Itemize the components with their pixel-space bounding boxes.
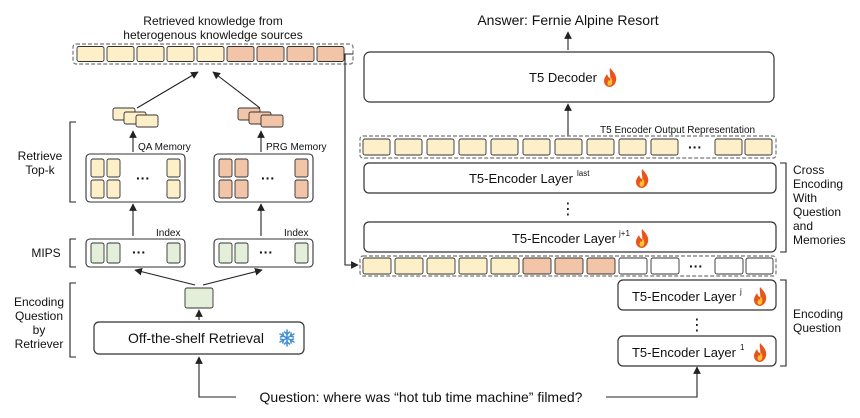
bracket-cross-encoding bbox=[780, 162, 787, 253]
retrieved-title-line2: heterogenous knowledge sources bbox=[123, 28, 302, 42]
encoder-layer-last bbox=[363, 162, 777, 194]
encoder-output-strip: ··· bbox=[359, 135, 777, 159]
prg-memory-label: PRG Memory bbox=[266, 142, 327, 153]
ellipsis: ··· bbox=[689, 258, 703, 274]
cross-line6: Memories bbox=[793, 233, 846, 247]
encq-retriever-line3: by bbox=[33, 323, 46, 337]
question-text: Question: where was “hot tub time machin… bbox=[260, 389, 583, 405]
prg-vector bbox=[316, 46, 345, 62]
encoder-layer-1-sup: 1 bbox=[740, 343, 745, 352]
bracket-mips bbox=[69, 238, 76, 268]
t5-decoder bbox=[363, 51, 775, 103]
qa-memory-label: QA Memory bbox=[138, 142, 191, 153]
qa-memory: ··· bbox=[85, 153, 186, 203]
bracket-retrieve bbox=[69, 121, 76, 203]
retrieved-title-line1: Retrieved knowledge from bbox=[143, 14, 282, 28]
ellipsis: ··· bbox=[136, 170, 150, 186]
encq-retriever-line2: Question bbox=[15, 309, 63, 323]
ellipsis: ··· bbox=[688, 139, 702, 155]
question-to-retriever bbox=[195, 356, 236, 398]
index-prg-label: Index bbox=[284, 228, 308, 239]
qa-vector bbox=[166, 46, 195, 62]
qa-vector bbox=[136, 46, 165, 62]
arrow bbox=[212, 71, 261, 109]
encoder-layer-last-label: T5-Encoder Layer bbox=[469, 171, 574, 186]
answer-text: Answer: Fernie Alpine Resort bbox=[477, 12, 658, 28]
ellipsis: ··· bbox=[132, 244, 146, 260]
prg-memory: ··· bbox=[213, 153, 314, 203]
arrow bbox=[202, 267, 263, 286]
bracket-encoding-question bbox=[780, 279, 787, 367]
encoder-layer-j-plus-1 bbox=[363, 221, 777, 253]
bracket-encoding-retriever bbox=[69, 282, 76, 358]
query-vector bbox=[184, 287, 214, 309]
encoder-layer-1-label: T5-Encoder Layer bbox=[632, 345, 737, 360]
encoder-layer-last-sup: last bbox=[577, 169, 590, 178]
ellipsis: ··· bbox=[259, 244, 273, 260]
qa-vector bbox=[76, 46, 105, 62]
encoder-layer-j-sup: j bbox=[739, 287, 742, 296]
encoder-input-strip: ··· bbox=[359, 255, 777, 277]
retrieved-knowledge-strip bbox=[72, 43, 354, 65]
vdots: ⋮ bbox=[689, 317, 705, 334]
index-qa-label: Index bbox=[156, 228, 180, 239]
arrow bbox=[136, 71, 199, 109]
cross-line4: Question bbox=[793, 205, 841, 219]
cross-line2: Encoding bbox=[793, 177, 843, 191]
prg-index: ··· bbox=[213, 238, 314, 268]
retriever-label: Off-the-shelf Retrieval bbox=[128, 330, 264, 346]
enc-q-line1: Encoding bbox=[793, 307, 843, 321]
snowflake-icon bbox=[279, 329, 295, 347]
prg-vector bbox=[256, 46, 285, 62]
question-to-encoder bbox=[606, 366, 701, 398]
qa-vector bbox=[106, 46, 135, 62]
retrieve-topk-line2: Top-k bbox=[25, 163, 55, 177]
encoder-layer-1 bbox=[617, 335, 777, 367]
encoder-layer-j1-label: T5-Encoder Layer bbox=[512, 231, 617, 246]
prg-vector bbox=[286, 46, 315, 62]
cross-line1: Cross bbox=[793, 163, 824, 177]
strip-to-encoder-connector bbox=[344, 53, 359, 269]
prg-topk-cards bbox=[237, 107, 284, 128]
ellipsis: ··· bbox=[261, 170, 275, 186]
qa-vector bbox=[196, 46, 225, 62]
retrieve-topk-line1: Retrieve bbox=[18, 149, 63, 163]
encoder-output-label: T5 Encoder Output Representation bbox=[600, 125, 755, 136]
qa-topk-cards bbox=[112, 107, 159, 128]
t5-decoder-label: T5 Decoder bbox=[529, 70, 598, 85]
encq-retriever-line4: Retriever bbox=[15, 337, 64, 351]
mips-label: MIPS bbox=[31, 246, 60, 260]
encq-retriever-line1: Encoding bbox=[14, 295, 64, 309]
qa-index: ··· bbox=[85, 238, 186, 268]
cross-line3: With bbox=[793, 191, 817, 205]
prg-vector bbox=[226, 46, 255, 62]
encoder-layer-j bbox=[617, 279, 777, 311]
retriever-box bbox=[93, 321, 305, 355]
encoder-layer-j-label: T5-Encoder Layer bbox=[632, 289, 737, 304]
cross-line5: and bbox=[793, 219, 813, 233]
vdots: ⋮ bbox=[560, 201, 576, 218]
enc-q-line2: Question bbox=[793, 321, 841, 335]
encoder-layer-j1-sup: j+1 bbox=[618, 229, 630, 238]
arrow bbox=[134, 267, 196, 286]
